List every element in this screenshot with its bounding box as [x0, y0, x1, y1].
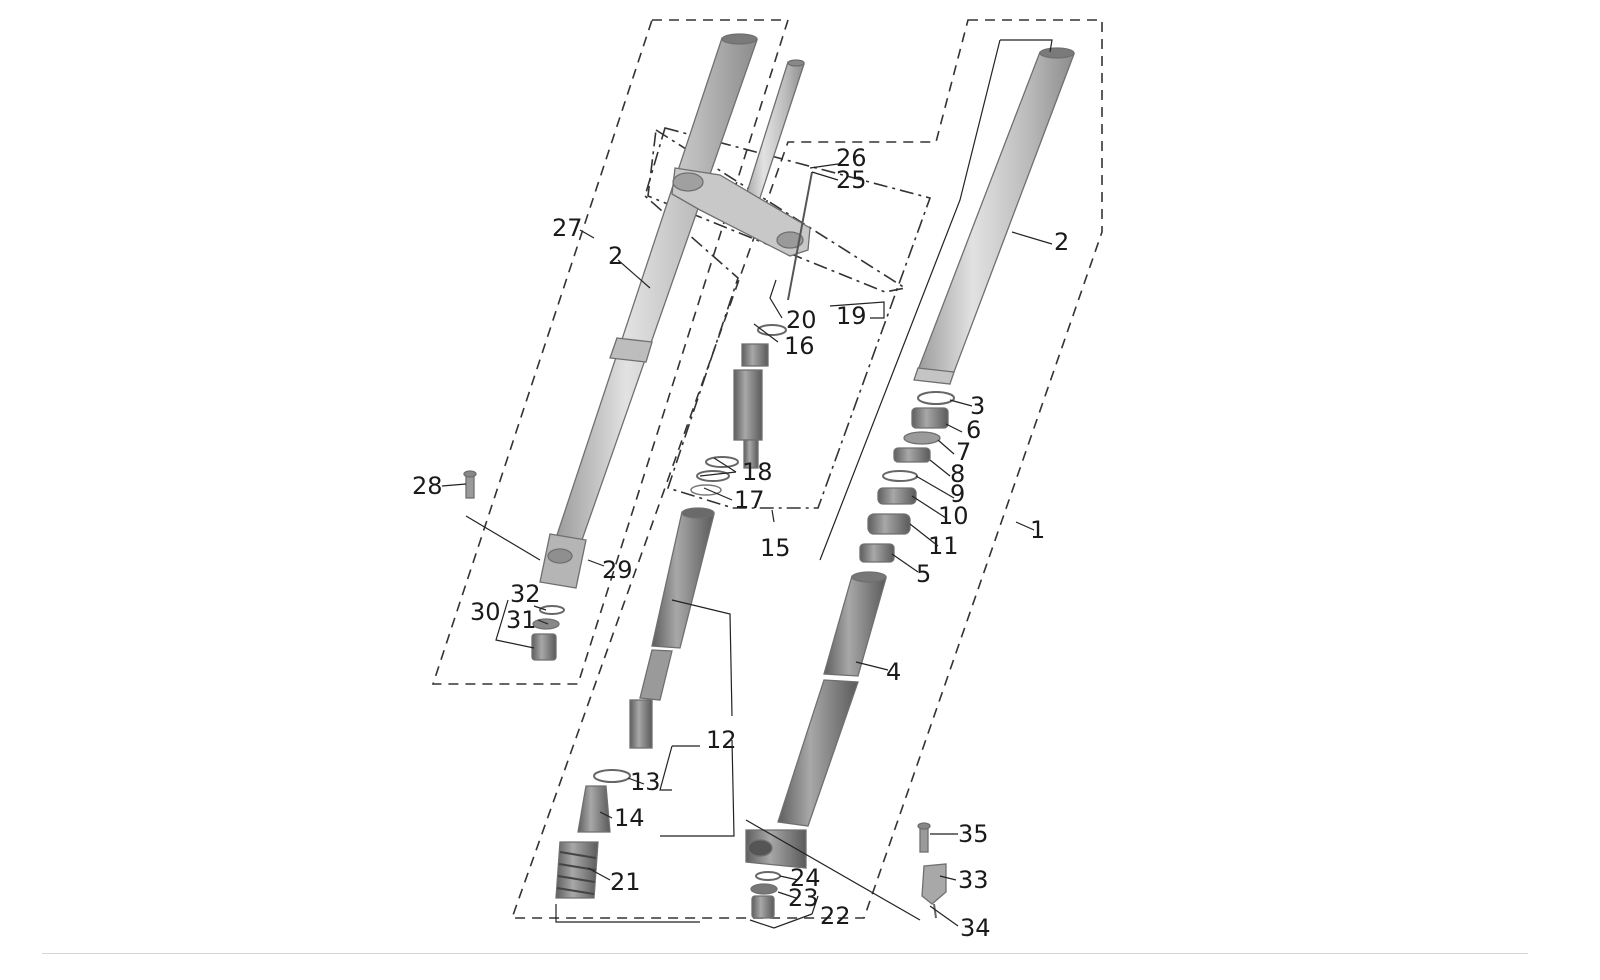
callout-22: 22: [820, 902, 851, 930]
callout-7: 7: [956, 438, 971, 466]
right-outer-tube: [913, 47, 1075, 385]
callout-2-right: 2: [1054, 228, 1069, 256]
callout-33: 33: [958, 866, 989, 894]
cartridge-internals: [690, 171, 813, 496]
callout-14: 14: [614, 804, 645, 832]
callout-20: 20: [786, 306, 817, 334]
right-seal-stack: [859, 391, 955, 563]
group-outline-1: [510, 19, 1103, 919]
callout-15: 15: [760, 534, 791, 562]
callout-29: 29: [602, 556, 633, 584]
callout-21: 21: [610, 868, 641, 896]
callout-5: 5: [916, 560, 931, 588]
callout-11: 11: [928, 532, 959, 560]
callout-10: 10: [938, 502, 969, 530]
leader-lines: [441, 39, 1053, 929]
right-pinch-bolt: [917, 822, 931, 853]
callout-1: 1: [1030, 516, 1045, 544]
left-pinch-bolt: [463, 470, 477, 499]
callout-23: 23: [788, 884, 819, 912]
callout-27: 27: [552, 214, 583, 242]
callout-4: 4: [886, 658, 901, 686]
right-axle-foot: [745, 829, 807, 869]
callout-31: 31: [506, 606, 537, 634]
callout-16: 16: [784, 332, 815, 360]
callout-9: 9: [950, 480, 965, 508]
callout-17: 17: [734, 486, 765, 514]
group-outline-triple-clamp: [647, 128, 908, 293]
callout-3: 3: [970, 392, 985, 420]
fork-spring: [555, 841, 599, 899]
callout-18: 18: [742, 458, 773, 486]
callout-13: 13: [630, 768, 661, 796]
callout-19: 19: [836, 302, 867, 330]
callout-2-left: 2: [608, 242, 623, 270]
callout-8: 8: [950, 460, 965, 488]
callout-12: 12: [706, 726, 737, 754]
callout-28: 28: [412, 472, 443, 500]
left-outer-tube: [555, 33, 758, 541]
left-axle-nut: [531, 605, 565, 661]
callout-24: 24: [790, 864, 821, 892]
group-outline-27: [431, 19, 790, 685]
left-axle-foot: [539, 533, 587, 589]
footer-divider: [42, 953, 1528, 954]
damper-rod-assembly: [577, 507, 715, 833]
right-axle-nut: [750, 871, 781, 919]
axle-clamp: [921, 863, 947, 919]
callout-34: 34: [960, 914, 991, 942]
callout-6: 6: [966, 416, 981, 444]
lower-triple-clamp: [671, 167, 811, 257]
callouts: 1 2 2 3 4 5 6 7 8 9 10 11 12 13 14 15 16…: [412, 144, 1069, 942]
callout-32: 32: [510, 580, 541, 608]
callout-25: 25: [836, 166, 867, 194]
callout-35: 35: [958, 820, 989, 848]
callout-26: 26: [836, 144, 867, 172]
inner-tube: [777, 571, 887, 827]
group-outline-15: [644, 127, 932, 509]
callout-30: 30: [470, 598, 501, 626]
